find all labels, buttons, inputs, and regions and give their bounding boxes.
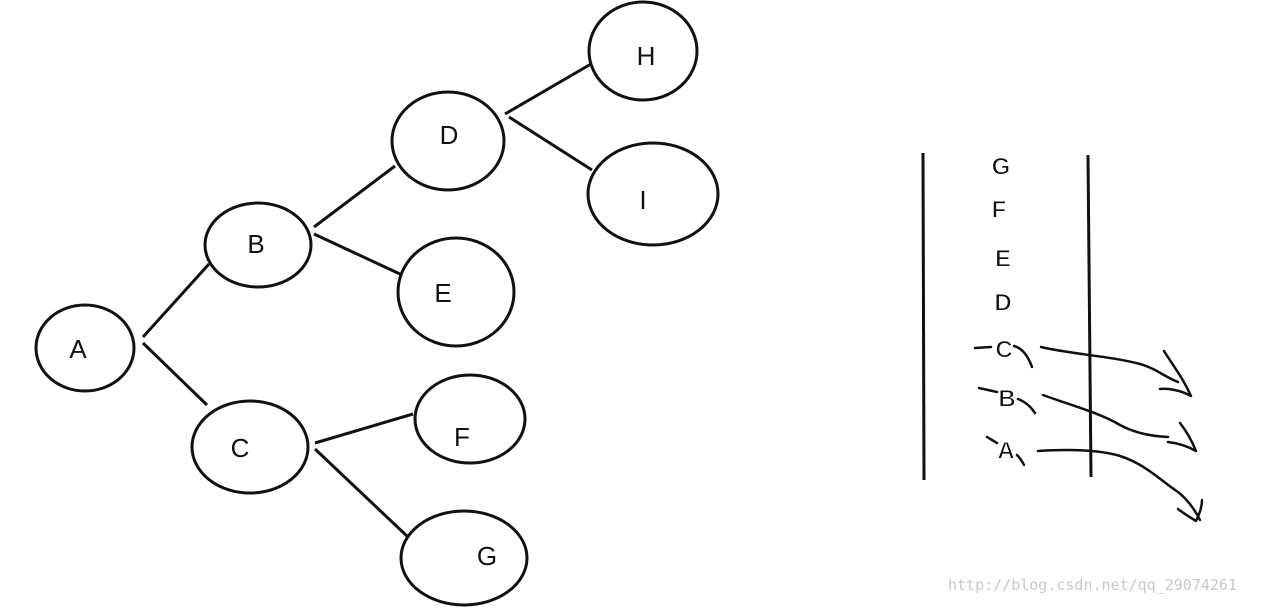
node-label: E <box>434 278 451 308</box>
stack-left-wall <box>921 152 926 481</box>
node-label: C <box>231 433 250 463</box>
tree-node-a: A <box>34 303 136 393</box>
pop-arrow-stroke <box>1012 344 1034 369</box>
tree-nodes: A B C D E F G H I <box>34 0 720 607</box>
node-label: G <box>477 541 497 571</box>
tree-node-h: H <box>587 0 699 102</box>
node-circle <box>399 509 529 607</box>
pop-arrow-stroke <box>977 386 999 394</box>
pop-arrows <box>973 344 1204 523</box>
tree-node-g: G <box>399 509 529 607</box>
node-circle <box>390 90 506 192</box>
tree-node-d: D <box>390 90 506 192</box>
tree-node-i: I <box>586 141 720 247</box>
node-label: F <box>454 422 470 452</box>
node-circle <box>396 236 516 348</box>
node-circle <box>203 201 313 289</box>
pop-arrow-a <box>985 435 1204 523</box>
pop-arrow-stroke <box>1176 498 1204 523</box>
node-circle <box>587 0 699 102</box>
edge-a-b <box>141 262 211 339</box>
pop-arrow-stroke <box>1039 345 1180 384</box>
node-label: A <box>69 334 87 364</box>
tree-node-e: E <box>396 236 516 348</box>
node-circle <box>413 373 527 465</box>
pop-arrow-stroke <box>985 435 999 445</box>
node-label: H <box>637 41 656 71</box>
stack-item-d: D <box>994 290 1011 317</box>
pop-arrow-stroke <box>1166 421 1198 453</box>
stack-item-f: F <box>992 197 1007 224</box>
stack-right-wall <box>1086 154 1093 478</box>
edge-d-i <box>508 115 593 172</box>
tree-node-c: C <box>190 399 310 495</box>
pop-arrow-c <box>973 344 1193 398</box>
stack-item-c: C <box>995 337 1012 364</box>
pop-arrow-b <box>977 386 1198 453</box>
tree-node-b: B <box>203 201 313 289</box>
edge-d-h <box>504 62 592 116</box>
tree-node-f: F <box>413 373 527 465</box>
node-circle <box>34 303 136 393</box>
stack-item-a: A <box>997 438 1014 465</box>
pop-arrow-stroke <box>1041 393 1170 439</box>
edge-c-g <box>313 447 410 539</box>
edge-b-e <box>313 232 401 276</box>
pop-arrow-stroke <box>1015 453 1026 467</box>
pop-arrow-stroke <box>1036 448 1202 522</box>
pop-arrow-stroke <box>1158 349 1193 398</box>
node-label: I <box>639 185 646 215</box>
edge-b-d <box>313 164 396 229</box>
node-label: B <box>247 229 264 259</box>
node-label: D <box>440 120 459 150</box>
stack-item-e: E <box>995 246 1011 273</box>
edge-a-c <box>141 341 209 407</box>
pop-arrow-stroke <box>973 345 993 350</box>
node-circle <box>586 141 720 247</box>
stack-item-g: G <box>992 154 1011 181</box>
pop-arrow-stroke <box>1016 397 1037 415</box>
node-circle <box>190 399 310 495</box>
stack-item-b: B <box>998 386 1015 413</box>
watermark-text: http://blog.csdn.net/qq_29074261 <box>948 576 1237 594</box>
edge-c-f <box>314 412 414 445</box>
tree-edges <box>141 62 593 539</box>
